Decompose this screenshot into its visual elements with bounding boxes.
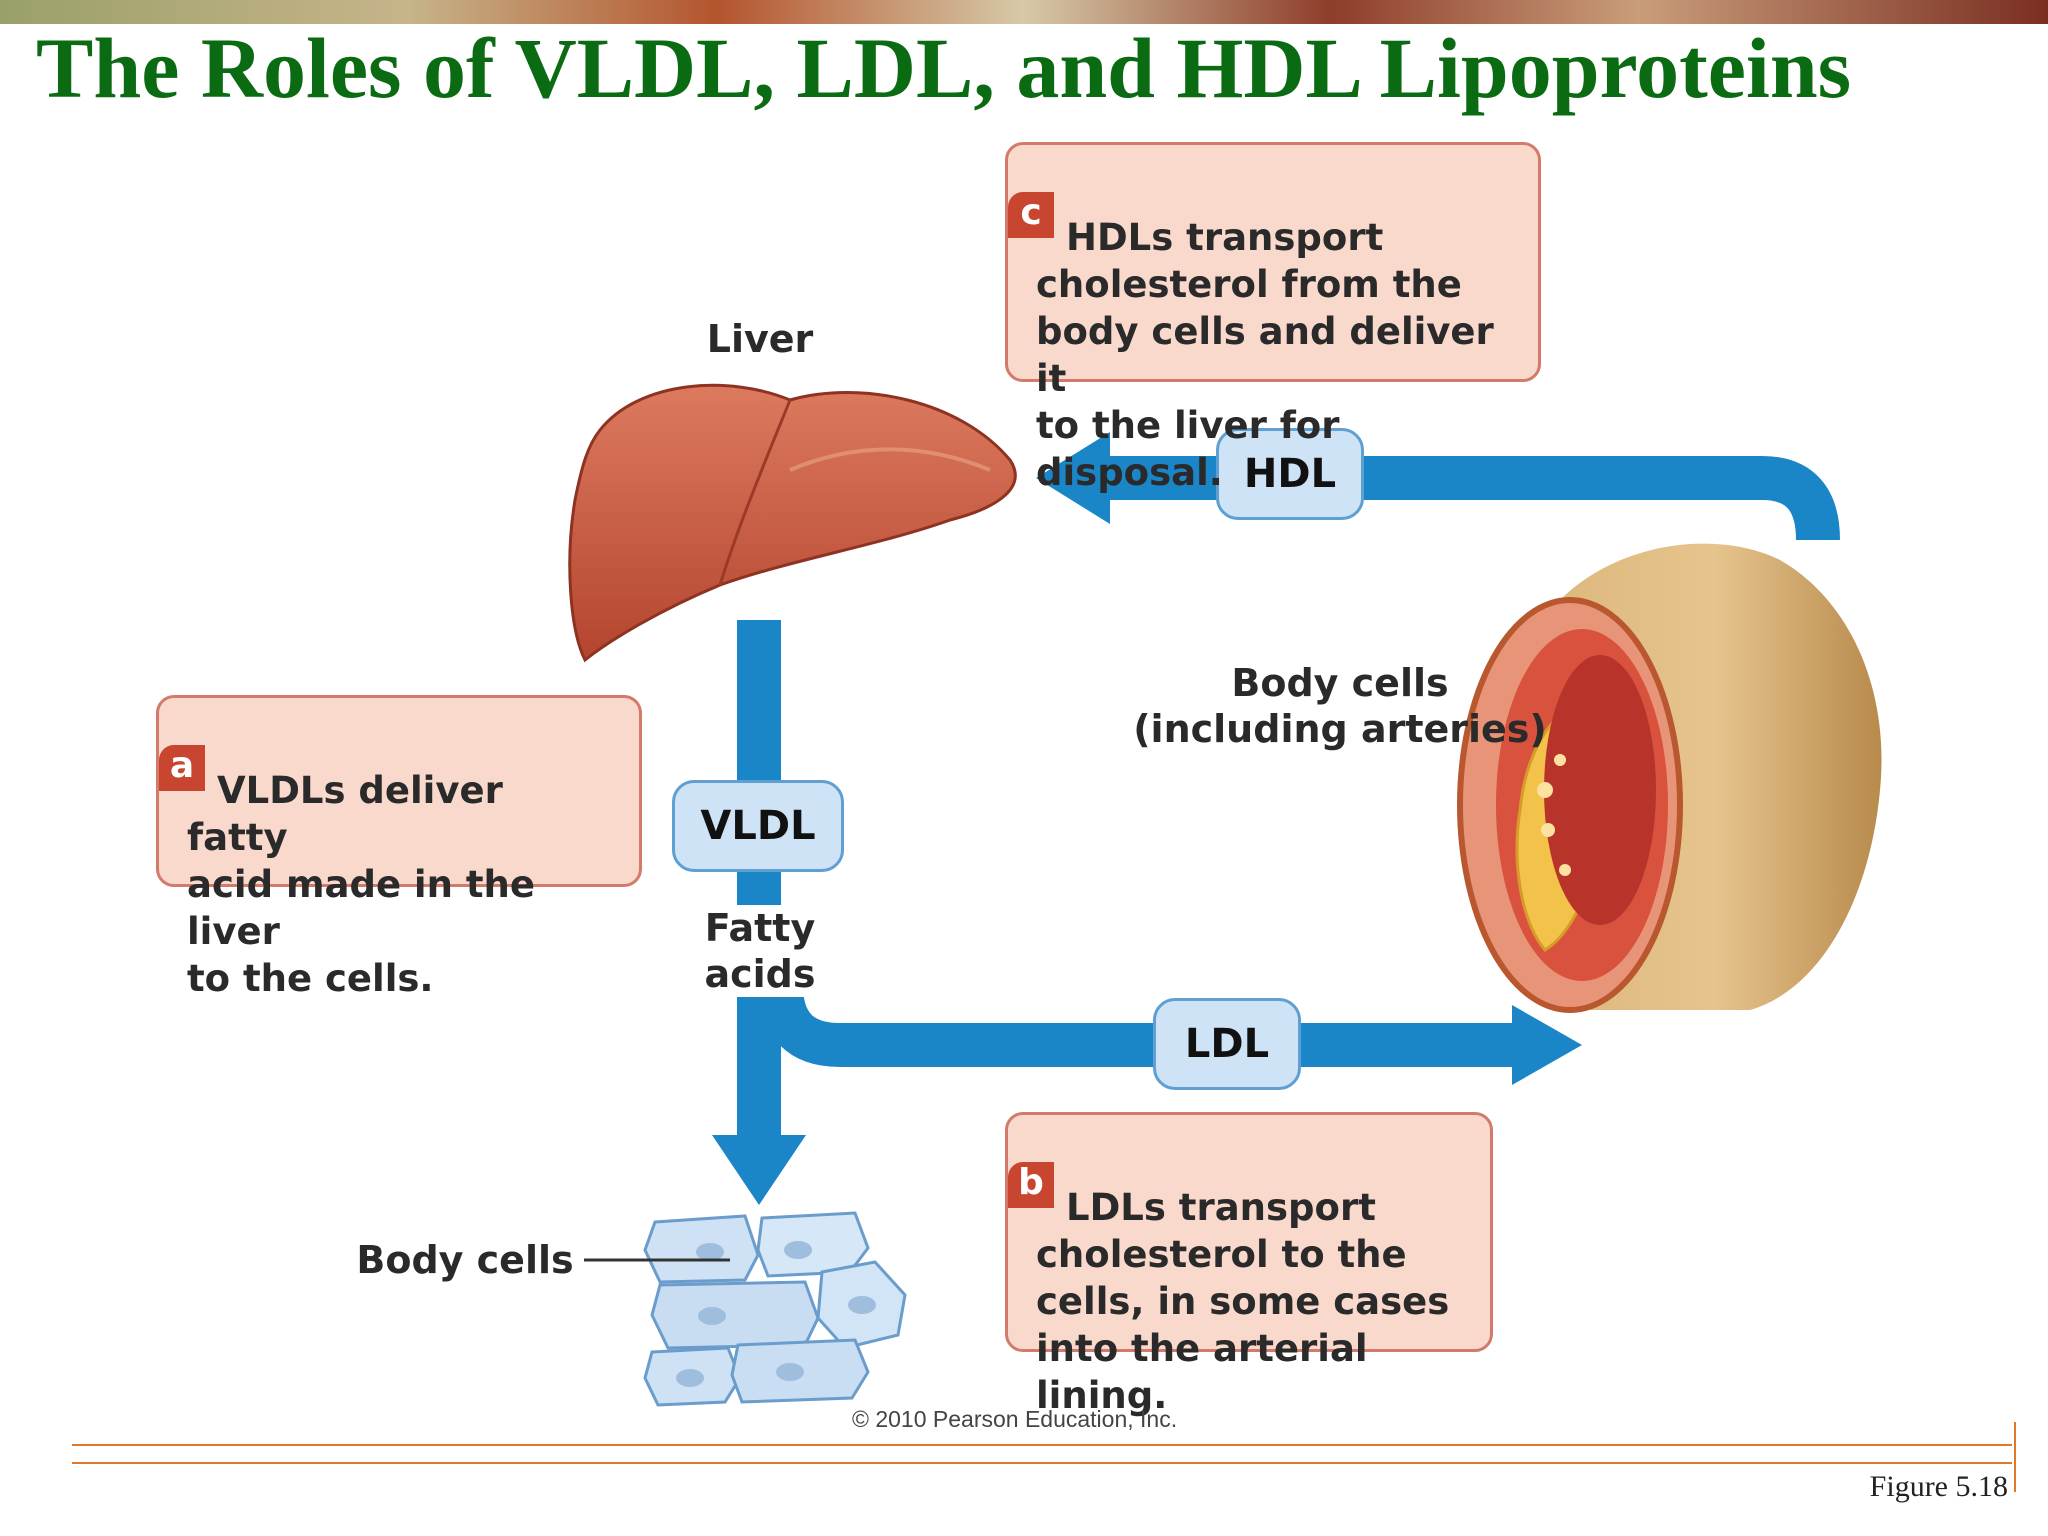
artery-illustration (1457, 543, 1882, 1013)
top-banner (0, 0, 2048, 24)
callout-a-text: VLDLs deliver fatty acid made in the liv… (187, 769, 535, 1000)
vldl-arrow (737, 620, 781, 1140)
slide-title: The Roles of VLDL, LDL, and HDL Lipoprot… (36, 20, 1852, 116)
ldl-arrow (759, 984, 1520, 1067)
fatty-acids-label: Fatty acids (680, 905, 840, 997)
callout-a-letter: a (159, 745, 205, 791)
figure-number: Figure 5.18 (1869, 1470, 2008, 1503)
body-cells-label: Body cells (356, 1238, 574, 1282)
hdl-label: HDL (1216, 428, 1364, 520)
copyright-notice: © 2010 Pearson Education, Inc. (852, 1406, 1178, 1432)
liver-label: Liver (706, 317, 814, 361)
callout-c-text: HDLs transport cholesterol from the body… (1036, 216, 1494, 494)
callout-b-letter: b (1008, 1162, 1054, 1208)
footer-rule-vertical (2014, 1422, 2016, 1492)
body-cells-illustration (643, 1211, 907, 1407)
body-cells-arteries-label: Body cells (including arteries) (1133, 661, 1547, 751)
ldl-arrowhead (1512, 1005, 1582, 1085)
footer-rule-top (72, 1444, 2012, 1446)
hdl-arrow (1100, 456, 1840, 541)
vldl-label: VLDL (672, 780, 844, 872)
vldl-arrowhead (712, 1135, 806, 1205)
callout-b-text: LDLs transport cholesterol to the cells,… (1036, 1186, 1450, 1417)
callout-c-letter: c (1008, 192, 1054, 238)
footer-rule-bottom (72, 1462, 2012, 1464)
liver-illustration (568, 383, 1017, 663)
hdl-arrowhead (1036, 432, 1110, 524)
ldl-label: LDL (1153, 998, 1301, 1090)
